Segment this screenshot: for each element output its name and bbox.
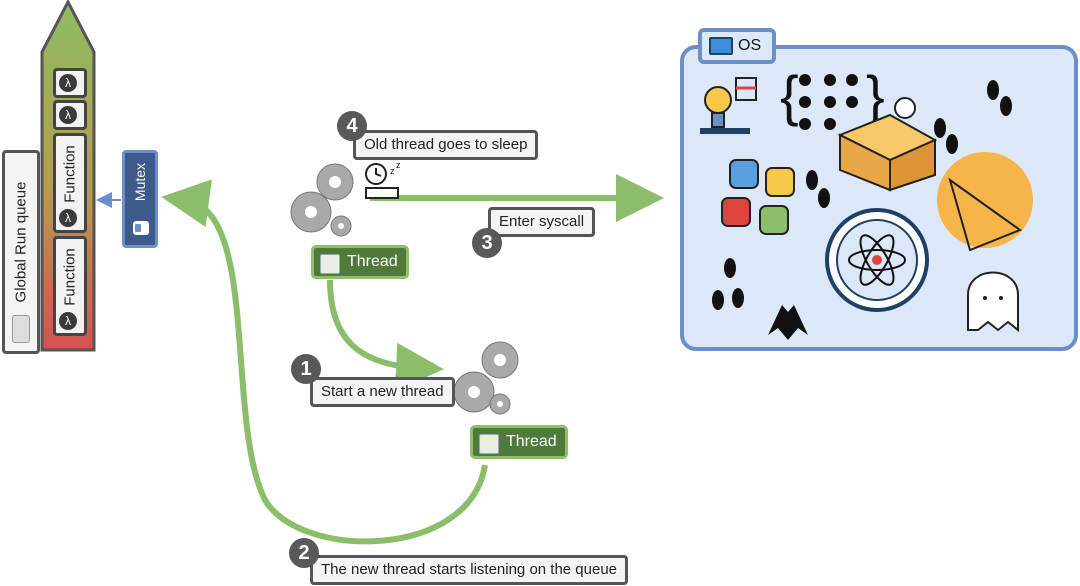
step-2-label: The new thread starts listening on the q… <box>310 555 629 585</box>
thread-box-new: Thread <box>470 425 568 459</box>
step-4-badge: 4 <box>337 111 367 141</box>
global-run-queue-label-box: Global Run queue <box>2 150 40 354</box>
svg-text:z: z <box>396 160 401 170</box>
queue-item-function: λ Function <box>53 133 87 233</box>
os-title-box: OS <box>698 28 776 64</box>
lambda-icon: λ <box>59 106 77 124</box>
svg-text:z: z <box>390 166 395 176</box>
step-4-label: Old thread goes to sleep <box>353 130 539 160</box>
gears-icon <box>290 163 354 237</box>
lock-icon <box>133 221 149 235</box>
queue-item-function: λ Function <box>53 236 87 336</box>
queue-slot-2: λ <box>53 100 87 130</box>
lambda-icon: λ <box>59 209 77 227</box>
thread-icon <box>320 254 340 274</box>
os-label: OS <box>738 37 762 54</box>
gears-icon <box>453 341 519 415</box>
braille-icon: { } <box>780 64 885 130</box>
step-2-badge: 2 <box>289 538 319 568</box>
svg-text:{: { <box>780 64 799 127</box>
sleep-icon: z z <box>365 160 401 199</box>
geometry-icon <box>937 152 1033 252</box>
step-3-badge: 3 <box>472 228 502 258</box>
batman-icon <box>768 305 808 340</box>
lambda-icon: λ <box>59 312 77 330</box>
svg-text:}: } <box>866 64 885 127</box>
queue-icon <box>12 315 30 343</box>
ghost-icon <box>967 271 1019 333</box>
thread-label: Thread <box>347 253 398 270</box>
footprints-icon <box>712 80 1012 310</box>
step-1-label: Start a new thread <box>310 377 455 407</box>
thread-box-old: Thread <box>311 245 409 279</box>
atom-icon <box>825 208 929 312</box>
thread-icon <box>479 434 499 454</box>
mutex-box: Mutex <box>122 150 158 248</box>
monitor-icon <box>709 37 733 55</box>
step-3-label: Enter syscall <box>488 207 596 237</box>
thread-label: Thread <box>506 433 557 450</box>
math-icon <box>721 159 795 235</box>
os-icons: { } <box>700 64 1033 340</box>
step-1-badge: 1 <box>291 354 321 384</box>
queue-slot-1: λ <box>53 68 87 98</box>
lightbulb-icon <box>700 77 757 134</box>
mystery-box-icon <box>837 97 938 192</box>
lambda-icon: λ <box>59 74 77 92</box>
